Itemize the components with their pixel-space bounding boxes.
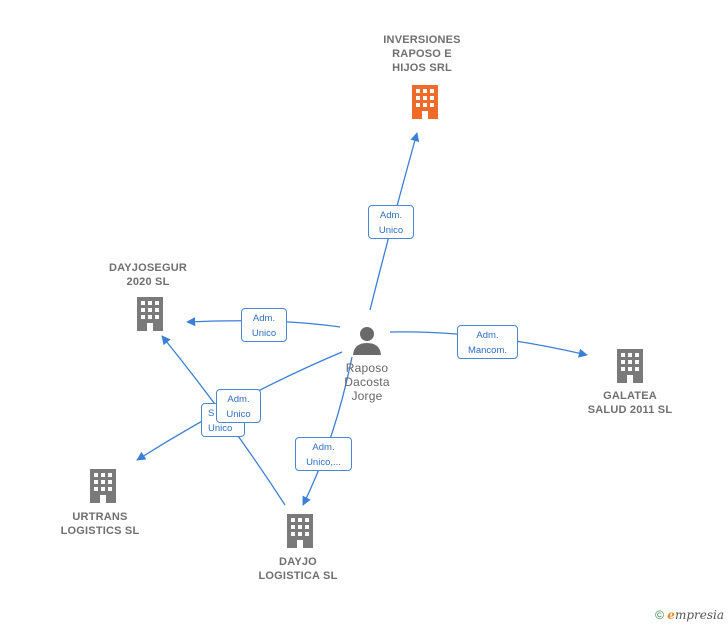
company-label-inversiones[interactable]: INVERSIONES RAPOSO E HIJOS SRL (383, 34, 461, 74)
building-icon[interactable] (134, 296, 166, 332)
edge-label-dayjo-2: Adm. Unico (216, 389, 261, 423)
edge-to-dayjo (302, 356, 353, 506)
brand-logo: empresia (667, 608, 724, 622)
building-icon[interactable] (409, 84, 441, 120)
person-icon[interactable] (351, 324, 383, 356)
edge-label-dayjosegur: Adm. Unico (241, 308, 287, 342)
edge-label-dayjo: Adm. Unico,... (295, 437, 352, 471)
company-label-dayjo[interactable]: DAYJO LOGISTICA SL (258, 556, 338, 582)
building-icon[interactable] (614, 348, 646, 384)
company-label-dayjosegur[interactable]: DAYJOSEGUR 2020 SL (108, 262, 187, 288)
building-icon[interactable] (284, 513, 316, 549)
edge-label-inversiones: Adm. Unico (368, 205, 414, 239)
building-icon[interactable] (87, 468, 119, 504)
person-label[interactable]: Raposo Dacosta Jorge (344, 361, 390, 403)
copyright-icon: © (655, 608, 664, 622)
edge-label-galatea: Adm. Mancom. (457, 325, 518, 359)
footer-brand: © empresia (655, 608, 724, 622)
company-label-galatea[interactable]: GALATEA SALUD 2011 SL (587, 390, 673, 416)
company-label-urtrans[interactable]: URTRANS LOGISTICS SL (60, 511, 140, 537)
